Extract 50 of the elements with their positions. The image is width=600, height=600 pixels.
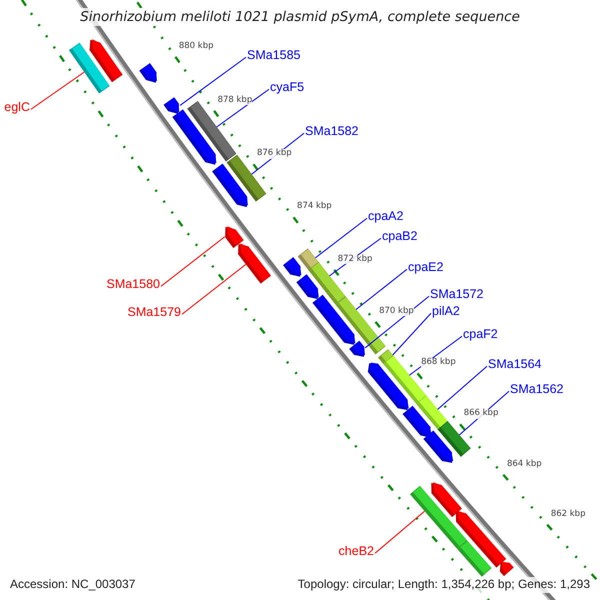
gene-feature [238,243,271,284]
scale-label: 868 kbp [421,358,456,368]
gene-label: SMa1582 [305,125,359,139]
scale-label: 864 kbp [506,460,542,469]
gene-label: cpaF2 [463,328,498,342]
leader-line [364,296,430,348]
gene-label: pilA2 [432,305,460,319]
gene-feature [139,63,157,83]
leader-line [392,312,432,356]
scale-label: 878 kbp [218,96,252,106]
footer-text: Accession: NC_003037 [8,577,138,593]
gene-label: cpaE2 [408,261,444,275]
gene-label: SMa1585 [247,49,301,63]
gene-label: SMa1564 [488,358,542,372]
gene-feature [296,274,319,300]
gene-label: cheB2 [338,545,374,559]
leader-line [160,236,226,287]
gene-label: SMa1572 [430,288,484,302]
gene-feature [187,100,236,162]
scale-label: 876 kbp [256,149,292,159]
leader-line [216,88,270,128]
gene-label: eglC [4,101,30,115]
scale-label: 866 kbp [464,409,498,419]
scale-label: 870 kbp [379,306,414,316]
gene-label: SMa1579 [127,306,181,320]
gene-feature [226,154,266,202]
gene-label: SMa1562 [510,383,564,397]
gene-feature [225,226,244,248]
leader-line [30,72,85,110]
gene-label: cyaF5 [270,81,304,95]
leader-line [180,56,246,106]
gene-feature [438,421,471,457]
leader-line [314,218,368,258]
gene-label: cpaA2 [368,210,404,224]
gene-feature [500,562,514,576]
leader-line [182,264,246,315]
scale-label: 880 kbp [178,42,214,52]
gene-feature [283,257,302,277]
gene-label: SMa1580 [106,278,160,292]
leader-line [356,268,408,310]
scale-label: 872 kbp [338,254,372,264]
footer-text: Topology: circular; Length: 1,354,226 bp; Genes: 1,293 [296,577,592,593]
gene-label: cpaB2 [382,230,418,244]
gene-feature [90,39,123,82]
gene-feature [349,340,365,357]
scale-label: 862 kbp [550,510,586,519]
scale-label: 874 kbp [297,202,332,212]
gene-feature [457,540,492,577]
gene-feature [164,97,180,114]
leader-line [374,510,426,554]
